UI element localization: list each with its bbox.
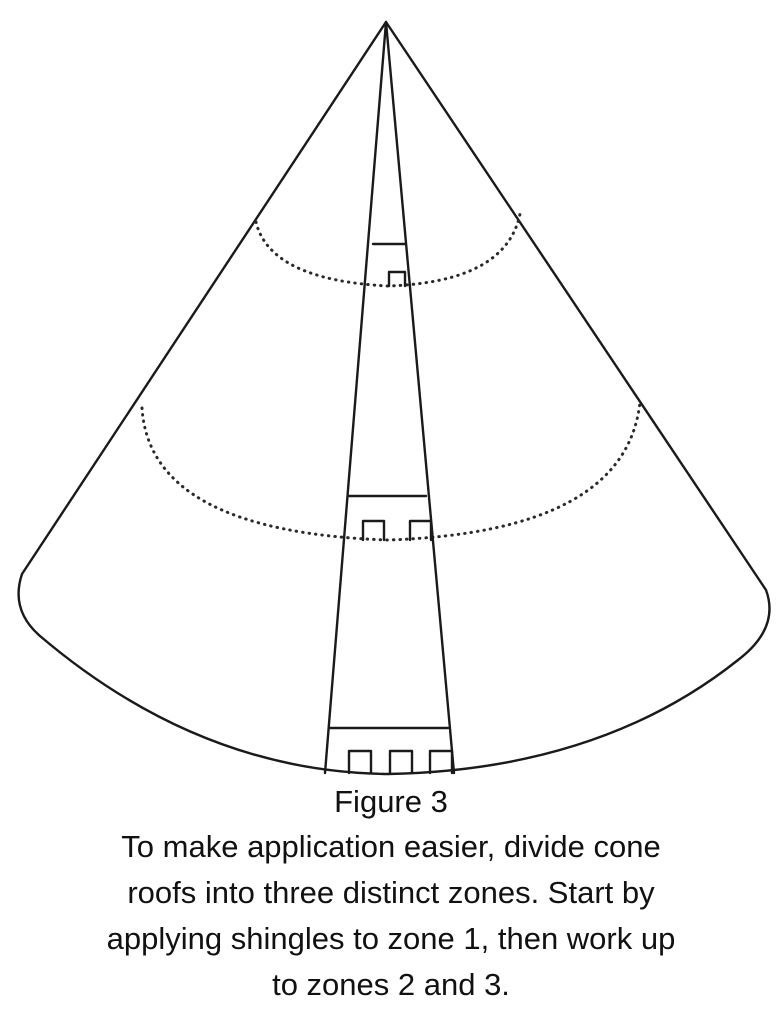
figure-label: Figure 3 (334, 784, 448, 819)
caption-line: applying shingles to zone 1, then work u… (106, 921, 676, 956)
zone-divider-lower (140, 400, 642, 542)
caption-line: to zones 2 and 3. (272, 967, 510, 1002)
zone-3-shingle (371, 242, 407, 288)
center-strip (323, 20, 456, 775)
caption-text: To make application easier, divide cone … (0, 824, 782, 1008)
figure-caption: Figure 3 To make application easier, div… (0, 782, 782, 1008)
zone-1-shingles (328, 726, 454, 775)
zone-2-shingles (346, 494, 433, 542)
caption-line: roofs into three distinct zones. Start b… (127, 875, 655, 910)
caption-line: To make application easier, divide cone (121, 829, 661, 864)
cone-roof-diagram (17, 20, 771, 776)
cone-outline (17, 20, 771, 776)
